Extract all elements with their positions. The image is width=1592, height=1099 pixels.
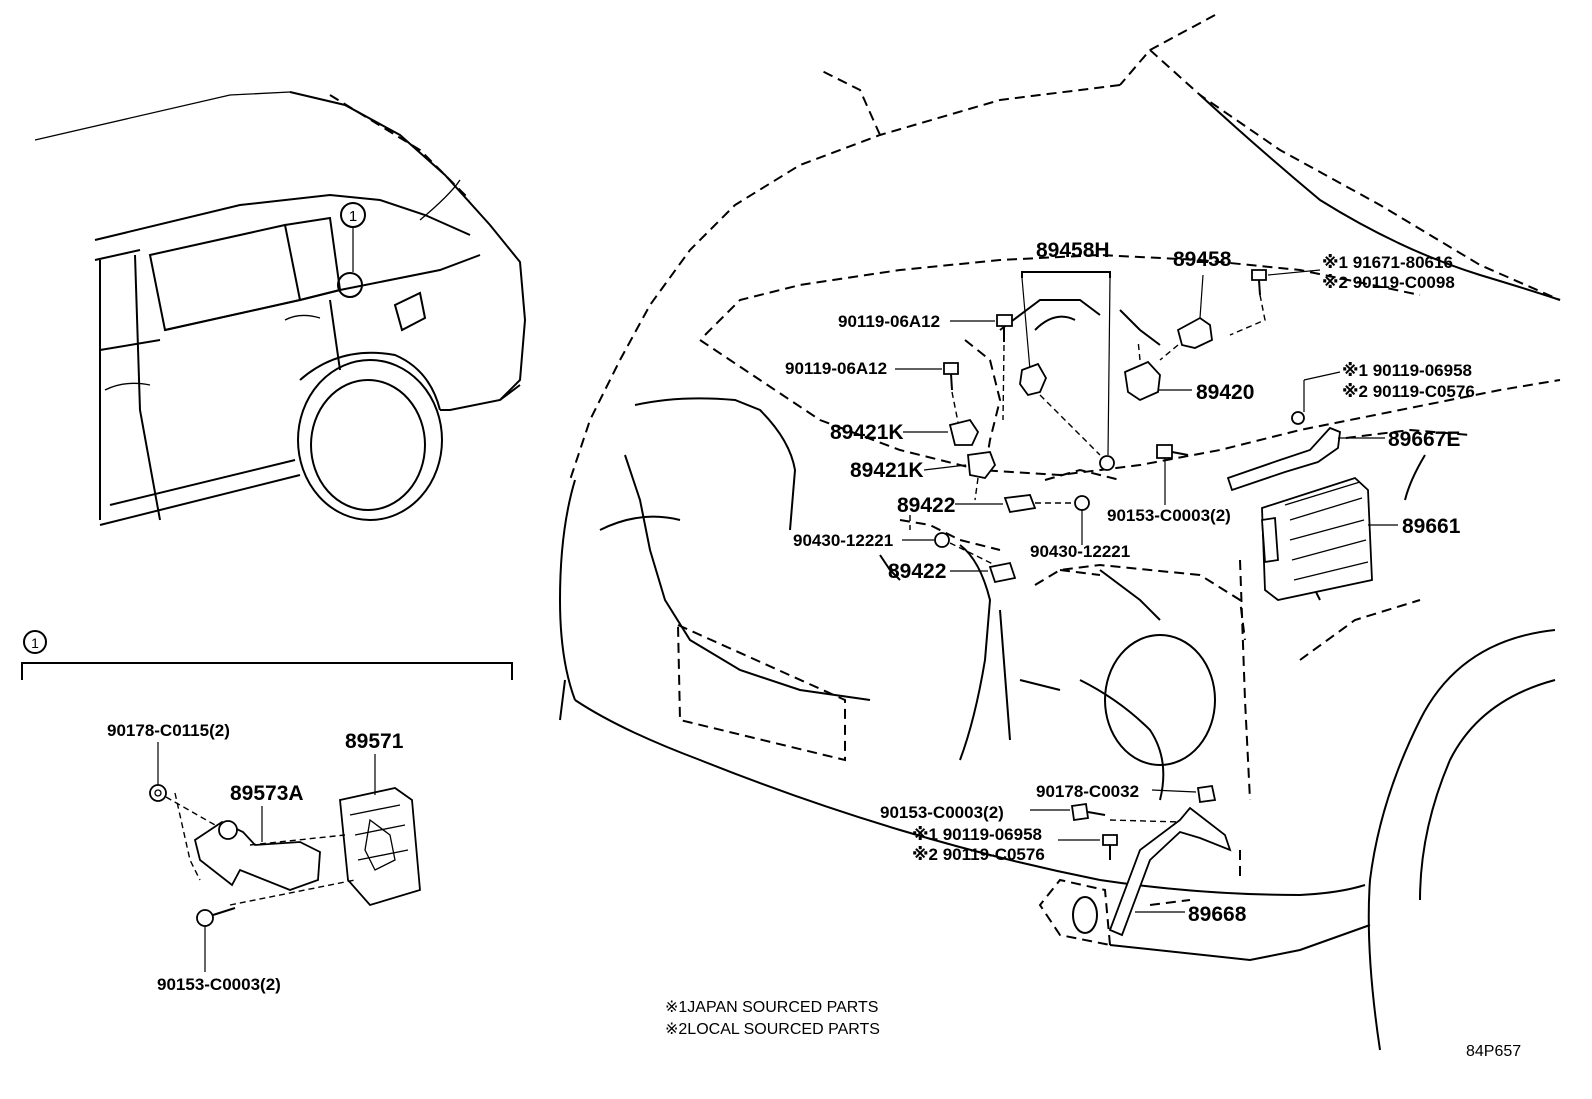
label-89458: 89458: [1173, 248, 1232, 271]
sensor-89422-a: [1003, 494, 1037, 514]
label-90153-c0003-mid: 90153-C0003(2): [880, 803, 1004, 822]
bolt-91671-80616: [1251, 269, 1267, 281]
bracket-89668: [1108, 806, 1232, 937]
bolt-90119-06a12-b: [943, 362, 959, 375]
sensor-89422-b: [988, 561, 1017, 584]
bracket-89573a: [193, 820, 321, 891]
inset-1-label: 1: [31, 635, 39, 651]
label-90119-06a12-a: 90119-06A12: [838, 312, 940, 331]
part-labels: 89458H 89458 ※1 91671-80616 ※2 90119-C00…: [107, 239, 1475, 994]
label-90153-c0003-inset: 90153-C0003(2): [157, 975, 281, 994]
footnote-local: ※2LOCAL SOURCED PARTS: [665, 1021, 880, 1038]
sensor-89458: [1176, 316, 1213, 349]
module-89571: [339, 787, 421, 907]
bolt-90119-06a12-a: [996, 314, 1013, 327]
engine-bay-parts: [895, 269, 1398, 937]
sensor-89458h: [1019, 362, 1048, 397]
washer-90430-a: [934, 532, 950, 548]
label-89422-b: 89422: [888, 560, 946, 583]
label-90178-c0032: 90178-C0032: [1036, 782, 1139, 801]
footnote-japan: ※1JAPAN SOURCED PARTS: [665, 999, 878, 1016]
label-89661: 89661: [1402, 515, 1461, 538]
label-89421k-a: 89421K: [830, 421, 904, 444]
label-91671-80616: ※1 91671-80616: [1322, 253, 1453, 272]
label-90119-c0576-top: ※2 90119-C0576: [1342, 382, 1475, 401]
label-89420: 89420: [1196, 381, 1254, 404]
label-89458h: 89458H: [1036, 239, 1110, 262]
label-90430-12221-b: 90430-12221: [1030, 542, 1130, 561]
bolt-90153-c0003-mid: [1070, 802, 1090, 822]
bolt-90153-c0003-top: [1156, 444, 1173, 459]
bracket-89667e: [1226, 426, 1341, 492]
washer-89458h: [1099, 455, 1115, 471]
callout-1-label: 1: [349, 208, 357, 225]
sensor-89420: [1124, 360, 1161, 402]
label-90119-06958-top: ※1 90119-06958: [1342, 361, 1472, 380]
label-89422-a: 89422: [897, 494, 955, 517]
nut-90178-c0032: [1196, 784, 1217, 804]
label-90119-c0576-bot: ※2 90119-C0576: [912, 845, 1045, 864]
bolt-90119-06958-top: [1291, 411, 1305, 425]
label-90119-06a12-b: 90119-06A12: [785, 359, 887, 378]
nut-90178-c0115: [149, 784, 167, 802]
bolt-90153-c0003-inset: [196, 909, 214, 927]
inset-1: 1: [21, 630, 513, 927]
label-89668: 89668: [1188, 903, 1247, 926]
footnotes: ※1JAPAN SOURCED PARTS ※2LOCAL SOURCED PA…: [665, 999, 1521, 1060]
label-90430-12221-a: 90430-12221: [793, 531, 893, 550]
label-89667e: 89667E: [1388, 428, 1460, 451]
ecu-89661: [1261, 476, 1373, 601]
label-90153-c0003-top: 90153-C0003(2): [1107, 506, 1231, 525]
callout-1: 1: [337, 202, 366, 298]
front-vehicle-view: [558, 14, 1561, 1051]
sensor-89421k-b: [967, 451, 997, 479]
label-89571: 89571: [345, 730, 404, 753]
diagram-code: 84P657: [1466, 1043, 1521, 1060]
sensor-89421k-a: [948, 418, 980, 446]
washer-90430-b: [1074, 495, 1090, 511]
bolt-90119-06958-bot: [1102, 834, 1118, 846]
label-89421k-b: 89421K: [850, 459, 924, 482]
label-90178-c0115: 90178-C0115(2): [107, 721, 230, 740]
rear-vehicle-view: [34, 91, 527, 526]
label-90119-06958-bot: ※1 90119-06958: [912, 825, 1042, 844]
label-90119-c0098: ※2 90119-C0098: [1322, 273, 1455, 292]
label-89573a: 89573A: [230, 782, 304, 805]
